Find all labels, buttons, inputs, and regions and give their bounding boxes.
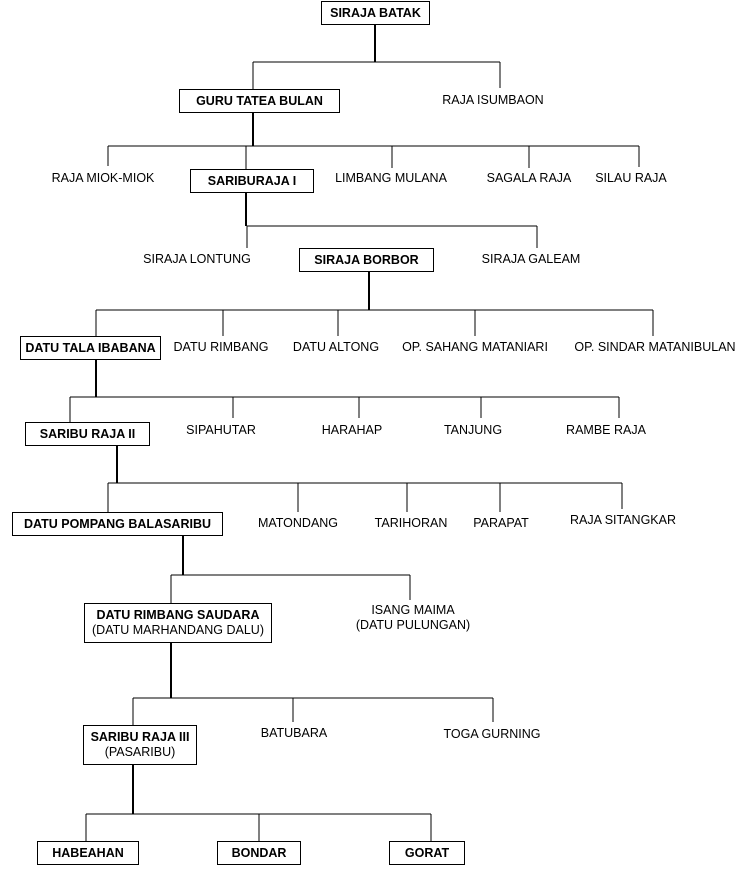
node-habeahan: HABEAHAN [37, 841, 139, 865]
node-raja-isumbaon: RAJA ISUMBAON [436, 93, 550, 108]
node-saribu-raja-iii: SARIBU RAJA III (PASARIBU) [83, 725, 197, 765]
node-name: BATUBARA [260, 726, 328, 740]
node-gorat: GORAT [389, 841, 465, 865]
node-tarihoran: TARIHORAN [370, 516, 452, 531]
node-name: SIRAJA LONTUNG [143, 252, 251, 266]
node-datu-rimbang-saudara: DATU RIMBANG SAUDARA (DATU MARHANDANG DA… [84, 603, 272, 643]
node-op-sahang-mataniari: OP. SAHANG MATANIARI [398, 340, 552, 355]
node-name: DATU RIMBANG [173, 340, 269, 354]
node-alias: (DATU PULUNGAN) [355, 618, 471, 632]
node-rambe-raja: RAMBE RAJA [561, 423, 651, 438]
node-name: LIMBANG MULANA [335, 171, 447, 185]
node-name: TANJUNG [443, 423, 503, 437]
node-toga-gurning: TOGA GURNING [436, 727, 548, 742]
node-name: HARAHAP [321, 423, 383, 437]
node-name: TARIHORAN [374, 516, 448, 530]
node-tanjung: TANJUNG [437, 423, 509, 438]
node-name: SILAU RAJA [595, 171, 667, 185]
node-matondang: MATONDANG [252, 516, 344, 531]
node-name: ISANG MAIMA [371, 603, 455, 617]
node-bondar: BONDAR [217, 841, 301, 865]
node-name: RAJA MIOK-MIOK [51, 171, 155, 185]
node-name: RAMBE RAJA [566, 423, 646, 437]
node-silau-raja: SILAU RAJA [591, 171, 671, 186]
node-name: DATU RIMBANG SAUDARA [96, 608, 260, 622]
node-siraja-lontung: SIRAJA LONTUNG [138, 252, 256, 267]
node-raja-sitangkar: RAJA SITANGKAR [564, 513, 682, 528]
node-datu-altong: DATU ALTONG [286, 340, 386, 355]
node-siraja-galeam: SIRAJA GALEAM [475, 252, 587, 267]
node-name: SARIBU RAJA II [39, 426, 136, 441]
node-name: SIRAJA BORBOR [314, 252, 419, 267]
node-name: BONDAR [231, 845, 287, 860]
node-name: SIRAJA GALEAM [481, 252, 581, 266]
node-name: HABEAHAN [52, 845, 124, 860]
node-name: TOGA GURNING [443, 727, 541, 741]
node-name: SIPAHUTAR [186, 423, 256, 437]
node-saribu-raja-ii: SARIBU RAJA II [25, 422, 150, 446]
node-guru-tatea-bulan: GURU TATEA BULAN [179, 89, 340, 113]
node-sariburaja-i: SARIBURAJA I [190, 169, 314, 193]
node-parapat: PARAPAT [468, 516, 534, 531]
node-name: SARIBU RAJA III [90, 730, 190, 744]
node-name: OP. SINDAR MATANIBULAN [574, 340, 736, 354]
node-name: DATU ALTONG [292, 340, 380, 354]
node-name: RAJA ISUMBAON [442, 93, 544, 107]
node-name: DATU POMPANG BALASARIBU [23, 516, 212, 531]
node-isang-maima: ISANG MAIMA (DATU PULUNGAN) [348, 603, 478, 633]
node-datu-tala-ibabana: DATU TALA IBABANA [20, 336, 161, 360]
node-name: DATU TALA IBABANA [25, 340, 156, 355]
node-siraja-borbor: SIRAJA BORBOR [299, 248, 434, 272]
node-sipahutar: SIPAHUTAR [181, 423, 261, 438]
node-limbang-mulana: LIMBANG MULANA [331, 171, 451, 186]
node-alias: (DATU MARHANDANG DALU) [92, 623, 264, 637]
node-name: SIRAJA BATAK [330, 5, 421, 20]
node-sagala-raja: SAGALA RAJA [480, 171, 578, 186]
node-batubara: BATUBARA [253, 726, 335, 741]
node-datu-pompang-balasaribu: DATU POMPANG BALASARIBU [12, 512, 223, 536]
node-name: PARAPAT [473, 516, 529, 530]
node-op-sindar-matanibulan: OP. SINDAR MATANIBULAN [572, 340, 738, 355]
node-name: GORAT [404, 845, 450, 860]
node-datu-rimbang: DATU RIMBANG [168, 340, 274, 355]
node-alias: (PASARIBU) [104, 745, 176, 759]
node-name: OP. SAHANG MATANIARI [402, 340, 548, 354]
node-siraja-batak: SIRAJA BATAK [321, 1, 430, 25]
node-raja-miok-miok: RAJA MIOK-MIOK [44, 171, 162, 186]
node-name: SAGALA RAJA [486, 171, 572, 185]
node-name: SARIBURAJA I [207, 173, 297, 188]
node-name: RAJA SITANGKAR [569, 513, 677, 527]
node-harahap: HARAHAP [316, 423, 388, 438]
node-name: GURU TATEA BULAN [196, 93, 323, 108]
node-name: MATONDANG [257, 516, 339, 530]
